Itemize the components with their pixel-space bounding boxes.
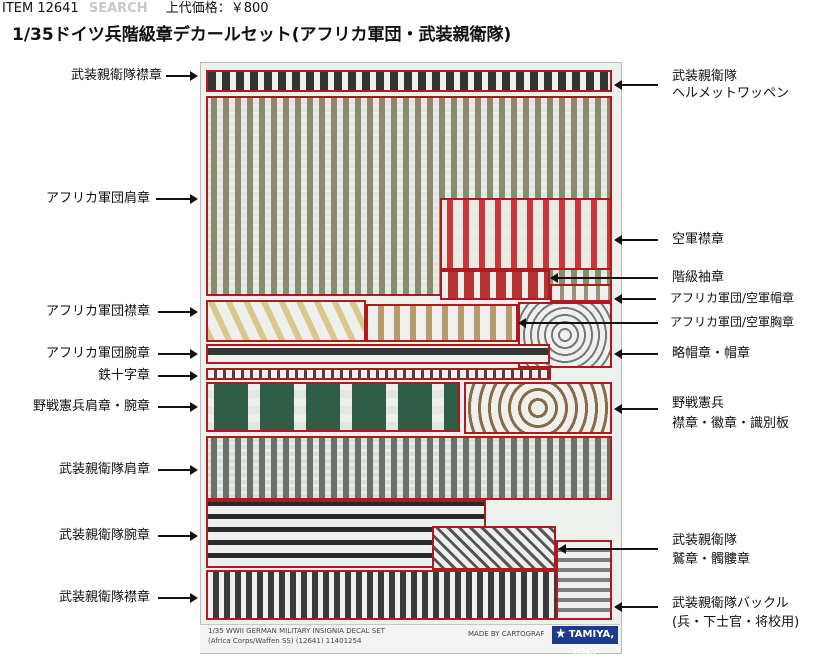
region-ss-collar-top bbox=[206, 70, 612, 92]
sheet-footer-strip bbox=[200, 624, 620, 653]
arrow-ss-eagle bbox=[558, 544, 658, 554]
label-mp-shoulder: 野戦憲兵肩章・腕章 bbox=[32, 399, 150, 414]
label-ss-eagle-1: 武装親衛隊 bbox=[672, 533, 738, 548]
arrow-afrika-shoulder bbox=[156, 194, 198, 204]
arrow-ss-collar-top bbox=[166, 71, 198, 81]
brand-name: TAMIYA, INC. bbox=[568, 629, 615, 658]
arrow-rank-sleeve bbox=[550, 273, 658, 283]
arrow-ss-shoulder bbox=[158, 465, 198, 475]
label-ss-buckle-2: (兵・下士官・将校用) bbox=[672, 615, 800, 630]
label-iron-cross: 鉄十字章 bbox=[97, 368, 150, 383]
label-afrika-breast: アフリカ軍団/空軍胸章 bbox=[670, 315, 795, 329]
region-ss-collar-bottom bbox=[206, 570, 568, 620]
region-afrika-cuff bbox=[206, 344, 550, 364]
label-rank-sleeve: 階級袖章 bbox=[672, 270, 725, 285]
label-ss-helmet-1: 武装親衛隊 bbox=[672, 69, 738, 84]
region-afrika-cap bbox=[550, 284, 612, 302]
arrow-ss-buckle bbox=[614, 602, 658, 612]
region-ss-eagle bbox=[432, 526, 556, 570]
sheet-footer-line2: (Africa Corps/Waffen SS) (12641) 1140125… bbox=[208, 637, 362, 645]
arrow-afrika-cuff bbox=[158, 349, 198, 359]
region-iron-cross bbox=[206, 368, 551, 380]
label-ss-cuff: 武装親衛隊腕章 bbox=[58, 528, 150, 543]
region-rank-sleeve bbox=[440, 270, 550, 300]
region-afrika-breast bbox=[366, 304, 518, 342]
price: 上代価格：￥800 bbox=[165, 1, 269, 16]
label-ss-collar-top: 武装親衛隊襟章 bbox=[70, 68, 162, 83]
arrow-afrika-cap bbox=[614, 294, 656, 304]
arrow-caps bbox=[614, 349, 658, 359]
arrow-afrika-collar bbox=[158, 307, 198, 317]
sheet-footer-made-by: MADE BY CARTOGRAF bbox=[468, 630, 545, 638]
watermark: SEARCH bbox=[88, 1, 148, 16]
arrow-ss-cuff bbox=[158, 531, 198, 541]
region-luftwaffe-collar bbox=[440, 198, 612, 270]
arrow-afrika-breast bbox=[518, 318, 658, 328]
sheet-footer-line1: 1/35 WWII GERMAN MILITARY INSIGNIA DECAL… bbox=[208, 627, 385, 635]
label-afrika-shoulder: アフリカ軍団肩章 bbox=[45, 191, 150, 206]
label-luftwaffe-collar: 空軍襟章 bbox=[672, 232, 725, 247]
label-ss-buckle-1: 武装親衛隊バックル bbox=[672, 596, 789, 611]
label-ss-shoulder: 武装親衛隊肩章 bbox=[58, 462, 150, 477]
header-line: ITEM 12641 SEARCH 上代価格：￥800 bbox=[2, 0, 269, 18]
region-mp-insignia bbox=[464, 382, 612, 434]
arrow-ss-helmet bbox=[614, 80, 658, 90]
label-ss-helmet-2: ヘルメットワッペン bbox=[672, 86, 790, 101]
label-ss-eagle-2: 鷲章・髑髏章 bbox=[672, 552, 751, 567]
arrow-iron-cross bbox=[158, 371, 198, 381]
label-afrika-cuff: アフリカ軍団腕章 bbox=[45, 346, 150, 361]
tamiya-logo: TAMIYA, INC. bbox=[552, 626, 618, 658]
arrow-mp bbox=[614, 404, 658, 414]
arrow-mp-shoulder bbox=[158, 402, 198, 412]
item-code: ITEM 12641 bbox=[2, 1, 79, 16]
star-icon bbox=[555, 628, 566, 638]
label-caps: 略帽章・帽章 bbox=[672, 346, 751, 361]
label-afrika-collar: アフリカ軍団襟章 bbox=[45, 304, 150, 319]
arrow-ss-collar-bottom bbox=[158, 593, 198, 603]
label-mp-2: 襟章・徽章・識別板 bbox=[672, 416, 790, 431]
region-ss-shoulder bbox=[206, 436, 612, 500]
page-title: 1/35ドイツ兵階級章デカールセット(アフリカ軍団・武装親衛隊) bbox=[12, 25, 512, 45]
arrow-luftwaffe-collar bbox=[614, 235, 658, 245]
label-mp-1: 野戦憲兵 bbox=[672, 396, 725, 411]
region-mp-shoulder bbox=[206, 382, 460, 432]
label-afrika-cap: アフリカ軍団/空軍帽章 bbox=[670, 291, 795, 305]
label-ss-collar-bottom: 武装親衛隊襟章 bbox=[58, 590, 150, 605]
region-afrika-collar bbox=[206, 300, 366, 342]
